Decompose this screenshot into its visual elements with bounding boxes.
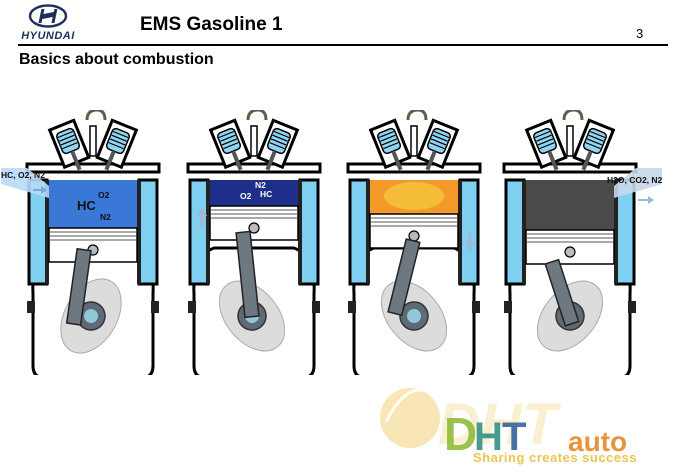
- intake-chamber: [49, 180, 137, 228]
- page-title: EMS Gasoline 1: [140, 14, 283, 35]
- compression-label-n2: N2: [255, 180, 266, 190]
- engine-strokes-diagram: [1, 110, 662, 375]
- svg-text:H: H: [474, 415, 503, 459]
- intake-side-label: HC, O2, N2: [1, 170, 45, 180]
- section-subtitle: Basics about combustion: [19, 51, 214, 68]
- exhaust-chamber: [526, 180, 614, 230]
- hyundai-logo: HYUNDAI: [18, 4, 78, 44]
- intake-label-n2: N2: [100, 212, 111, 222]
- compression-stroke: [186, 110, 322, 375]
- dht-logo-icon: DHT D H T: [380, 388, 562, 460]
- brand-name: HYUNDAI: [21, 30, 75, 42]
- intake-stroke: [1, 110, 161, 375]
- compression-label-hc: HC: [260, 189, 273, 199]
- svg-text:T: T: [502, 415, 526, 459]
- dht-auto-watermark: DHT D H T auto Sharing creates success: [378, 378, 686, 469]
- combustion-stroke: [346, 110, 482, 375]
- watermark-tagline: Sharing creates success: [473, 450, 637, 465]
- watermark-text: auto: [568, 426, 628, 457]
- compression-label-o2: O2: [240, 191, 252, 201]
- header-divider: [18, 44, 668, 46]
- compression-chamber: [210, 180, 298, 206]
- svg-text:D: D: [444, 408, 477, 460]
- hyundai-emblem-icon: [28, 4, 68, 28]
- exhaust-stroke: [502, 110, 662, 375]
- svg-text:DHT: DHT: [438, 392, 562, 457]
- exhaust-side-label: H2O, CO2, N2: [607, 175, 663, 185]
- slide-header: HYUNDAI EMS Gasoline 1 3: [0, 0, 686, 50]
- page-number: 3: [636, 26, 644, 41]
- intake-label-hc: HC: [77, 198, 96, 213]
- intake-label-o2: O2: [98, 190, 110, 200]
